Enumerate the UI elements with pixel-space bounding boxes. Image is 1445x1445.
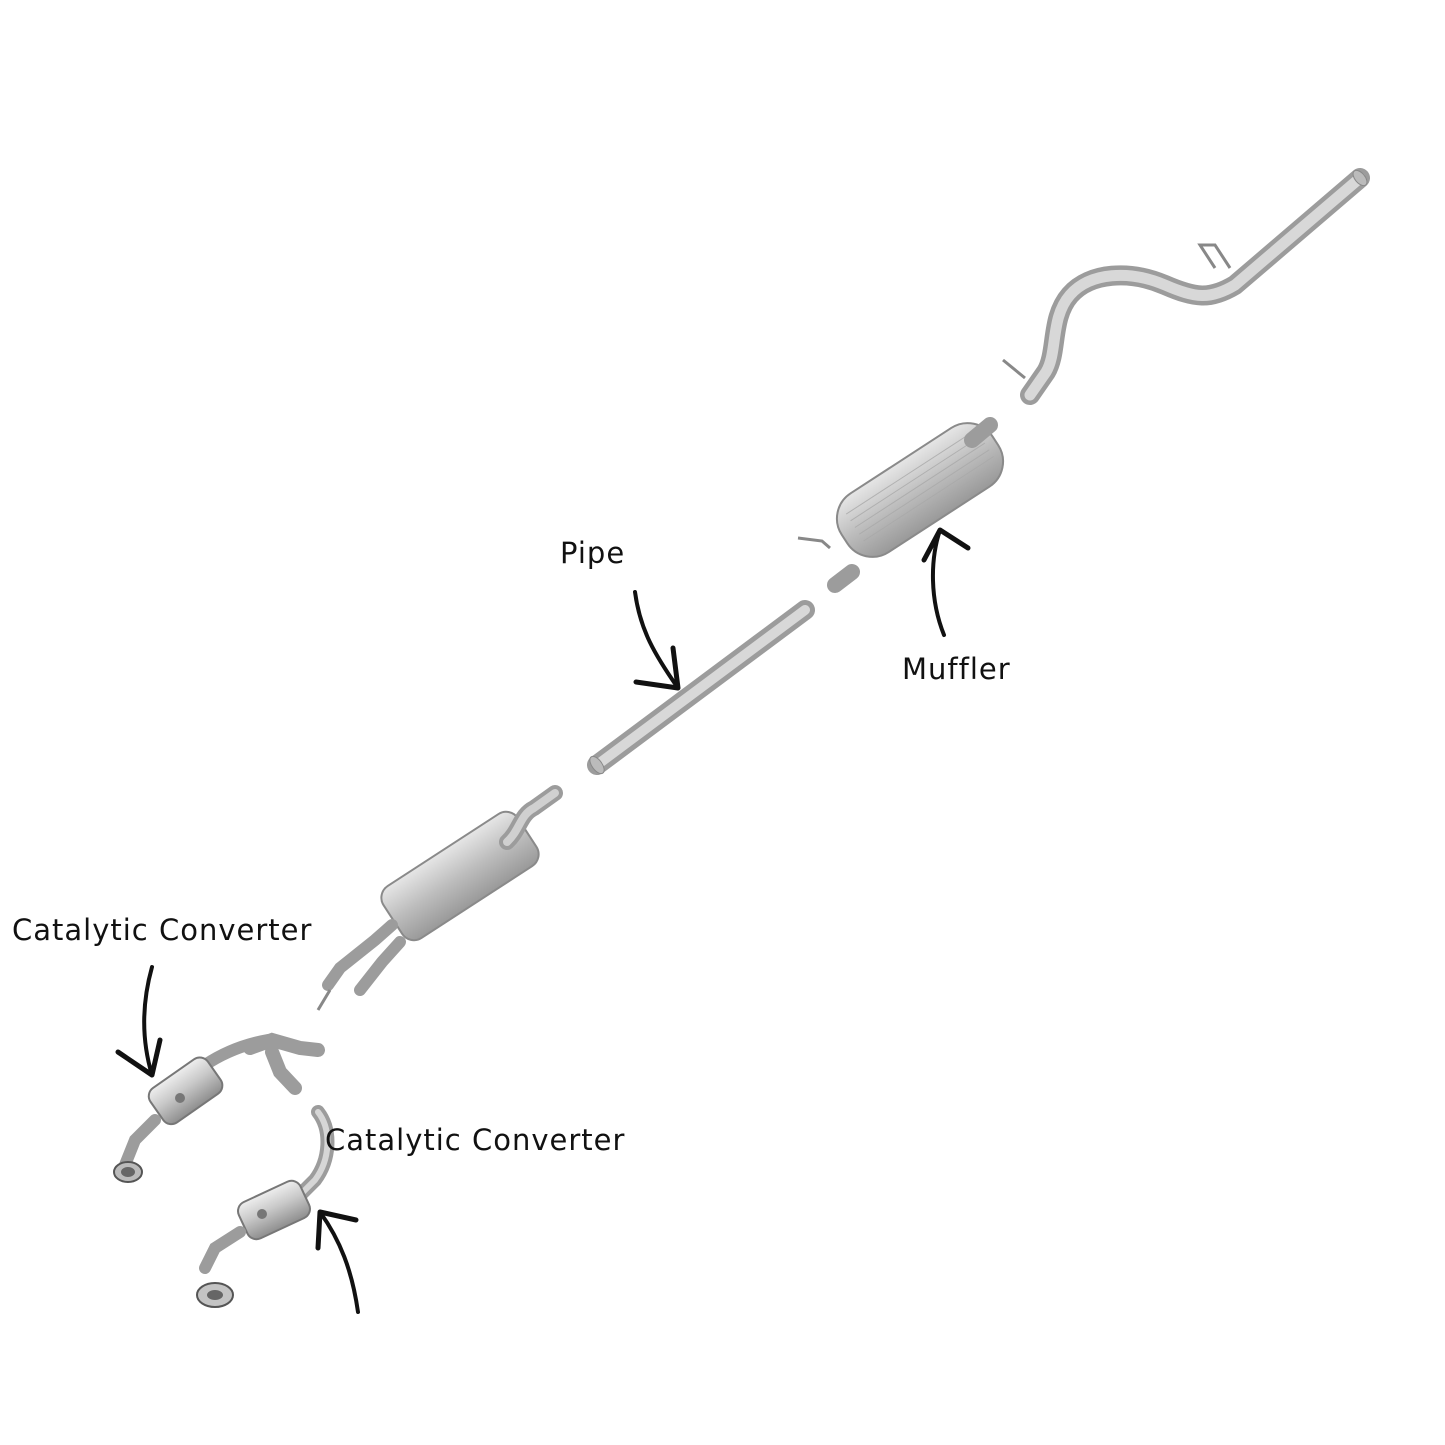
catalytic-converter-upper-label: Catalytic Converter bbox=[12, 913, 313, 947]
pipe-label: Pipe bbox=[560, 536, 626, 570]
pipe-arrow bbox=[633, 590, 681, 691]
muffler-label: Muffler bbox=[902, 652, 1011, 686]
intermediate-pipe bbox=[587, 600, 815, 775]
catalytic-converter-upper-part bbox=[113, 1032, 325, 1183]
catalytic-converter-lower-arrow bbox=[315, 1209, 360, 1314]
muffler-part bbox=[797, 417, 1005, 593]
catalytic-converter-lower-part bbox=[196, 1105, 335, 1308]
tailpipe bbox=[1002, 168, 1370, 405]
resonator-part bbox=[316, 785, 563, 1011]
catalytic-converter-lower-label: Catalytic Converter bbox=[325, 1123, 626, 1157]
muffler-arrow bbox=[921, 527, 971, 637]
catalytic-converter-upper-arrow bbox=[115, 965, 163, 1078]
